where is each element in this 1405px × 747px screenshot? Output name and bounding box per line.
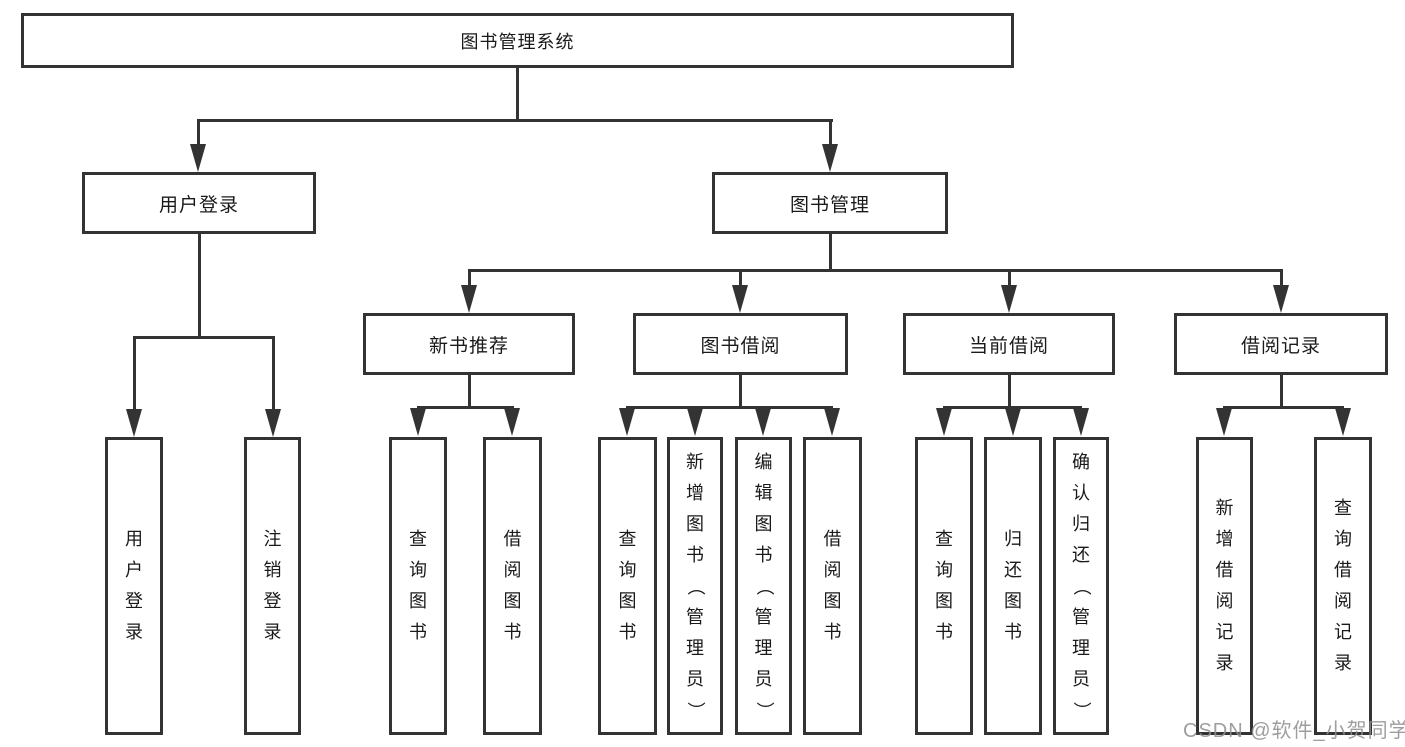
leaf-user-login: 用户登录 (105, 437, 163, 735)
leaf-borrow-books-recommend: 借阅图书 (483, 437, 542, 735)
csdn-watermark: CSDN @软件_小贺同学 (1183, 720, 1405, 742)
leaf-query-borrow-record: 查询借阅记录 (1314, 437, 1372, 735)
node-book-borrowing: 图书借阅 (633, 313, 848, 375)
connector-newbook-branch (417, 406, 514, 409)
node-borrowing-records: 借阅记录 (1174, 313, 1388, 375)
connector-drop-borrow-records (1280, 269, 1283, 287)
leaf-logout: 注销登录 (244, 437, 301, 735)
node-library-management-system: 图书管理系统 (21, 13, 1014, 68)
connector-drop-book-borrow (739, 269, 742, 287)
connector-current-branch (943, 406, 1082, 409)
arrow-to-new-books (461, 285, 477, 313)
leaf-query-books-borrow: 查询图书 (598, 437, 657, 735)
connector-login-trunk (198, 234, 201, 338)
connector-drop-user-login (197, 119, 200, 149)
leaf-borrow-books: 借阅图书 (803, 437, 862, 735)
node-new-book-recommend: 新书推荐 (363, 313, 575, 375)
leaf-return-books: 归还图书 (984, 437, 1042, 735)
arrow-borrow-child-3 (755, 408, 771, 436)
arrow-borrow-child-1 (619, 408, 635, 436)
leaf-edit-books-admin: 编辑图书（管理员） (735, 437, 792, 735)
arrow-records-child-2 (1335, 408, 1351, 436)
arrow-records-child-1 (1216, 408, 1232, 436)
connector-borrow-trunk (739, 375, 742, 408)
connector-drop-current-borrow (1008, 269, 1011, 287)
leaf-query-books-recommend: 查询图书 (389, 437, 447, 735)
connector-newbook-trunk (468, 375, 471, 408)
connector-root-branch (197, 119, 833, 122)
connector-mgmt-trunk (829, 234, 832, 272)
connector-records-branch (1223, 406, 1344, 409)
connector-borrow-branch (626, 406, 833, 409)
connector-current-trunk (1008, 375, 1011, 408)
connector-drop-logout-leaf (272, 336, 275, 411)
connector-drop-login-leaf (133, 336, 136, 411)
connector-drop-new-books (468, 269, 471, 287)
node-user-login: 用户登录 (82, 172, 316, 234)
connector-records-trunk (1280, 375, 1283, 408)
connector-login-branch (133, 336, 275, 339)
connector-drop-book-mgmt (829, 119, 832, 149)
arrow-to-borrow-records (1273, 285, 1289, 313)
leaf-confirm-return-admin: 确认归还（管理员） (1053, 437, 1109, 735)
arrow-current-child-1 (936, 408, 952, 436)
connector-root-trunk (516, 68, 519, 121)
arrow-to-user-login (190, 144, 206, 172)
arrow-borrow-child-4 (824, 408, 840, 436)
leaf-query-books-current: 查询图书 (915, 437, 973, 735)
arrow-newbook-child-2 (504, 408, 520, 436)
arrow-to-login-leaf (126, 409, 142, 437)
node-book-management: 图书管理 (712, 172, 948, 234)
arrow-to-book-mgmt (822, 144, 838, 172)
arrow-to-book-borrow (732, 285, 748, 313)
leaf-add-borrow-record: 新增借阅记录 (1196, 437, 1253, 735)
connector-mgmt-branch (468, 269, 1283, 272)
arrow-to-logout-leaf (265, 409, 281, 437)
arrow-newbook-child-1 (410, 408, 426, 436)
leaf-add-books-admin: 新增图书（管理员） (667, 437, 723, 735)
arrow-borrow-child-2 (687, 408, 703, 436)
node-current-borrowing: 当前借阅 (903, 313, 1115, 375)
arrow-to-current-borrow (1001, 285, 1017, 313)
arrow-current-child-3 (1073, 408, 1089, 436)
arrow-current-child-2 (1005, 408, 1021, 436)
